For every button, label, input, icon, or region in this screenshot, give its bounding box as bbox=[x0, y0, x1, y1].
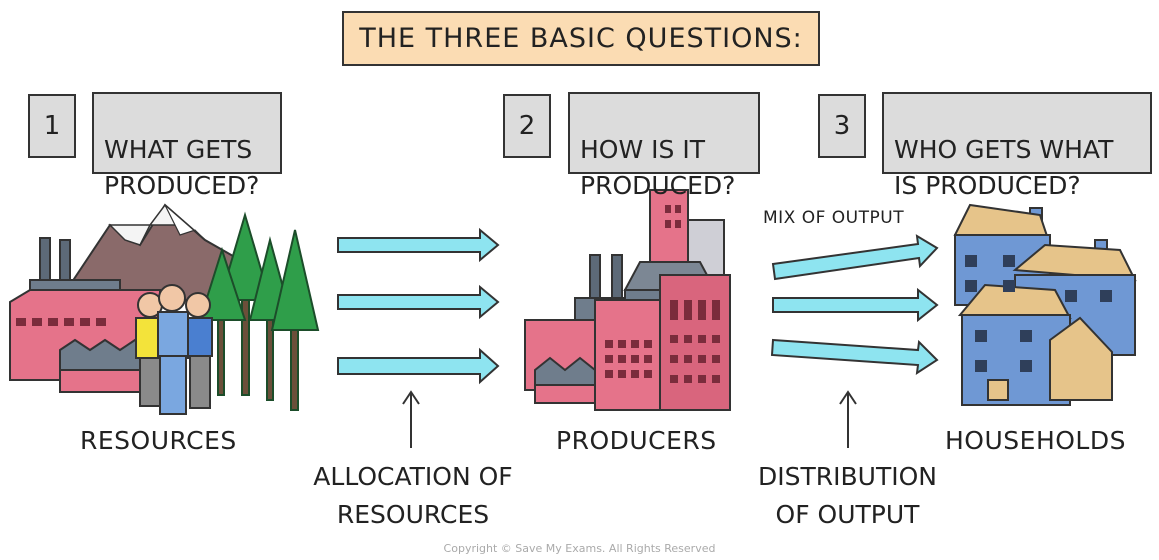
factory-chimney bbox=[39, 237, 51, 284]
question-1-text: WHAT GETS PRODUCED? bbox=[104, 135, 260, 200]
question-3-number-text: 3 bbox=[833, 111, 851, 141]
question-2-number-text: 2 bbox=[518, 111, 536, 141]
pointer-arrows bbox=[402, 390, 857, 448]
arrow-allocation-1 bbox=[337, 227, 500, 263]
arrow-allocation-3 bbox=[337, 347, 500, 385]
question-2-box: HOW IS IT PRODUCED? bbox=[568, 92, 760, 200]
resources-illustration bbox=[9, 203, 320, 415]
households-illustration bbox=[953, 203, 1137, 406]
question-3-number: 3 bbox=[818, 94, 866, 158]
question-3-box: WHO GETS WHAT IS PRODUCED? bbox=[882, 92, 1152, 200]
copyright-notice: Copyright © Save My Exams. All Rights Re… bbox=[443, 542, 716, 555]
diagram-title: THE THREE BASIC QUESTIONS: bbox=[359, 23, 803, 54]
trees bbox=[198, 211, 320, 411]
arrow-distribution-2 bbox=[772, 287, 939, 323]
mix-of-output-label: MIX OF OUTPUT bbox=[763, 208, 905, 228]
arrow-distribution-3 bbox=[770, 338, 939, 376]
arrow-allocation-2 bbox=[337, 284, 500, 320]
arrow-distribution-1 bbox=[771, 234, 939, 281]
question-2-number: 2 bbox=[503, 94, 551, 158]
workers bbox=[135, 284, 213, 415]
producers-illustration bbox=[524, 189, 731, 411]
resources-label: RESOURCES bbox=[80, 426, 237, 455]
question-1-number-text: 1 bbox=[43, 111, 61, 141]
distribution-label: DISTRIBUTION OF OUTPUT bbox=[758, 462, 937, 529]
households-label: HOUSEHOLDS bbox=[945, 426, 1126, 455]
flow-arrows bbox=[337, 227, 939, 385]
allocation-label: ALLOCATION OF RESOURCES bbox=[313, 462, 513, 529]
question-1-number: 1 bbox=[28, 94, 76, 158]
question-1-box: WHAT GETS PRODUCED? bbox=[92, 92, 282, 200]
title-box: THE THREE BASIC QUESTIONS: bbox=[342, 11, 820, 66]
producers-label: PRODUCERS bbox=[556, 426, 717, 455]
question-2-text: HOW IS IT PRODUCED? bbox=[580, 135, 736, 200]
question-3-text: WHO GETS WHAT IS PRODUCED? bbox=[894, 135, 1114, 200]
